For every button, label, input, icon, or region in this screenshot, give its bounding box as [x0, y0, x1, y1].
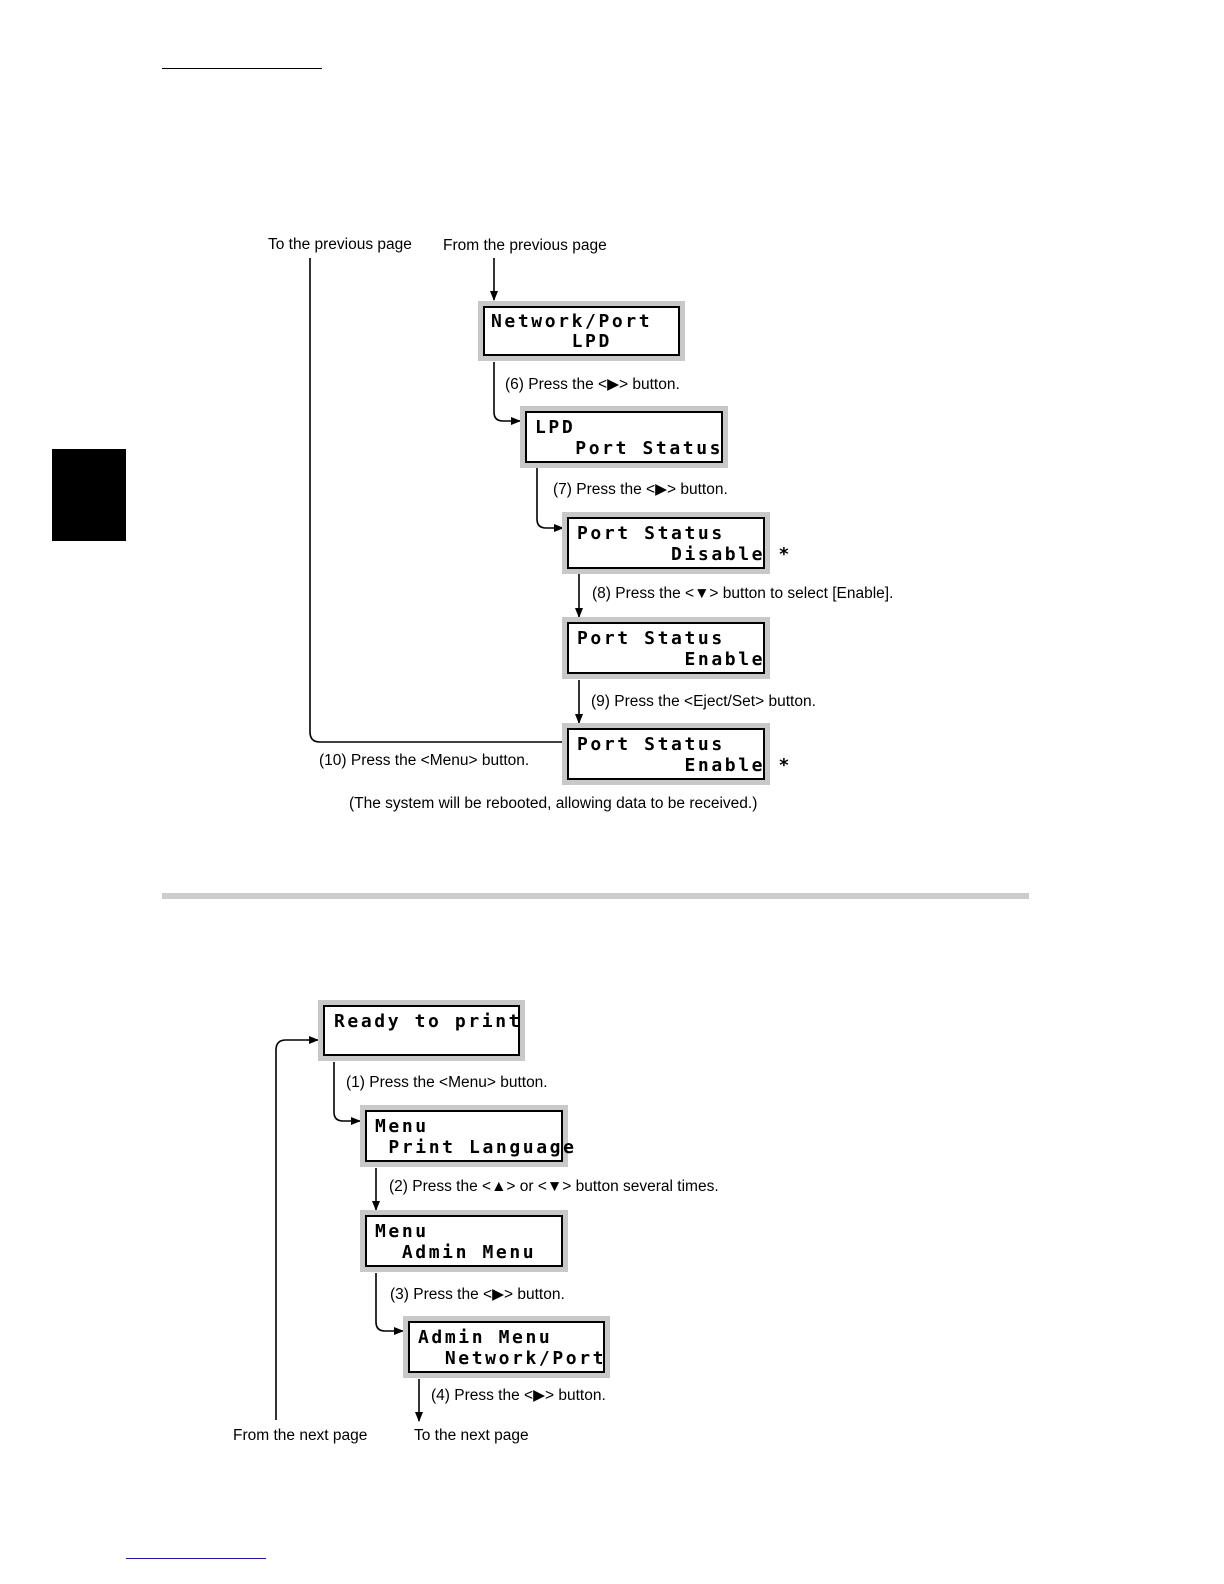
step-7-label: (7) Press the <▶> button.: [553, 481, 728, 498]
step-8-label: (8) Press the <▼> button to select [Enab…: [592, 585, 894, 602]
step-9-label: (9) Press the <Eject/Set> button.: [591, 693, 816, 710]
lcd-line-2: LPD: [491, 331, 612, 352]
lcd-line-2: Network/Port: [418, 1348, 607, 1369]
lcd-menu-admin-menu: Menu Admin Menu: [365, 1215, 563, 1267]
step-2-label: (2) Press the <▲> or <▼> button several …: [389, 1178, 719, 1195]
lcd-lpd-port-status: LPD Port Status: [525, 411, 723, 463]
arrow-step-6: [493, 362, 521, 425]
lcd-line-1: Ready to print: [334, 1011, 523, 1032]
lcd-line-2: Admin Menu: [375, 1242, 537, 1263]
header-rule: [162, 68, 322, 69]
from-previous-page-label: From the previous page: [443, 237, 607, 254]
lcd-line-1: Admin Menu: [418, 1327, 553, 1348]
footer-rule: [126, 1558, 266, 1559]
to-next-page-label: To the next page: [414, 1427, 529, 1444]
lcd-line-1: Network/Port: [491, 311, 653, 332]
lcd-line-1: Port Status: [577, 734, 725, 755]
lcd-network-port-lpd: Network/Port LPD: [483, 306, 680, 356]
lcd-line-1: Port Status: [577, 523, 725, 544]
step-3-label: (3) Press the <▶> button.: [390, 1286, 565, 1303]
lcd-ready-to-print: Ready to print: [323, 1005, 520, 1056]
lcd-line-1: Menu: [375, 1221, 429, 1242]
step-10-label: (10) Press the <Menu> button.: [319, 752, 530, 769]
lcd-line-1: Port Status: [577, 628, 725, 649]
lcd-menu-print-language: Menu Print Language: [365, 1110, 574, 1162]
step-6-label: (6) Press the <▶> button.: [505, 376, 680, 393]
arrow-step-1: [333, 1062, 361, 1125]
lcd-port-status-enable-selected: Port Status Enable *: [567, 728, 789, 780]
section-divider: [162, 893, 1029, 899]
lcd-line-2: Enable: [577, 649, 766, 670]
step-1-label: (1) Press the <Menu> button.: [346, 1074, 548, 1091]
reboot-note: (The system will be rebooted, allowing d…: [349, 795, 758, 812]
lcd-port-status-disable: Port Status Disable *: [567, 517, 789, 569]
lcd-admin-menu-network-port: Admin Menu Network/Port: [408, 1321, 605, 1373]
from-next-page-label: From the next page: [233, 1427, 368, 1444]
lcd-line-1: LPD: [535, 417, 576, 438]
lcd-line-2: Enable *: [577, 755, 792, 776]
arrow-step-7: [536, 468, 564, 532]
lcd-line-2: Disable *: [577, 544, 792, 565]
step-4-label: (4) Press the <▶> button.: [431, 1387, 606, 1404]
arrow-step-10-return: [309, 258, 563, 743]
to-previous-page-label: To the previous page: [268, 236, 412, 253]
lcd-port-status-enable: Port Status Enable: [567, 622, 765, 674]
arrow-step-3: [375, 1273, 404, 1335]
lcd-line-1: Menu: [375, 1116, 429, 1137]
chapter-tab: [52, 449, 126, 541]
arrow-from-next: [275, 1036, 319, 1420]
lcd-line-2: Print Language: [375, 1137, 577, 1158]
lcd-line-2: Port Status: [535, 438, 724, 459]
